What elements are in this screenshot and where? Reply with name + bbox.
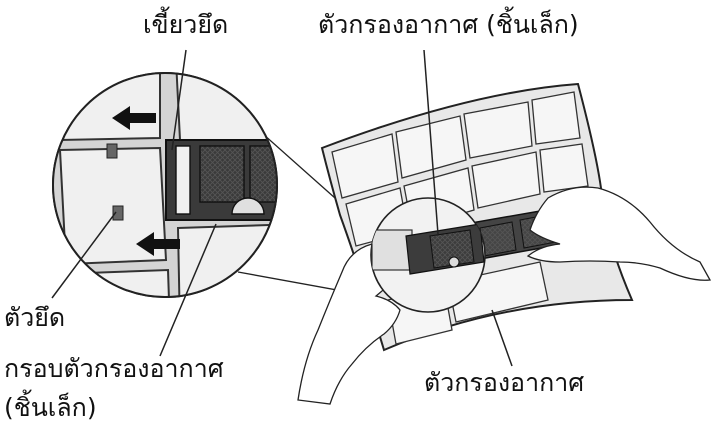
left-arrow-icon: [112, 106, 156, 130]
leader-small-filter: [423, 49, 439, 235]
label-small-filter: ตัวกรองอากาศ (ชิ้นเล็ก): [318, 10, 579, 39]
label-holder: ตัวยึด: [4, 303, 66, 332]
label-frame-line2: (ชิ้นเล็ก): [4, 393, 97, 422]
label-air-filter: ตัวกรองอากาศ: [424, 368, 585, 397]
leader-holder: [51, 211, 117, 299]
detail-zoom-circle: [52, 72, 278, 298]
label-frame-line1: กรอบตัวกรองอากาศ: [4, 354, 224, 383]
leader-frame: [159, 223, 217, 357]
small-zoom-circle: [370, 197, 486, 313]
right-hand: [526, 186, 712, 281]
leader-clip: [171, 49, 187, 151]
leader-air-filter: [491, 309, 513, 367]
left-arrow-icon-lower: [136, 232, 180, 256]
label-clip: เขี้ยวยึด: [143, 10, 229, 39]
